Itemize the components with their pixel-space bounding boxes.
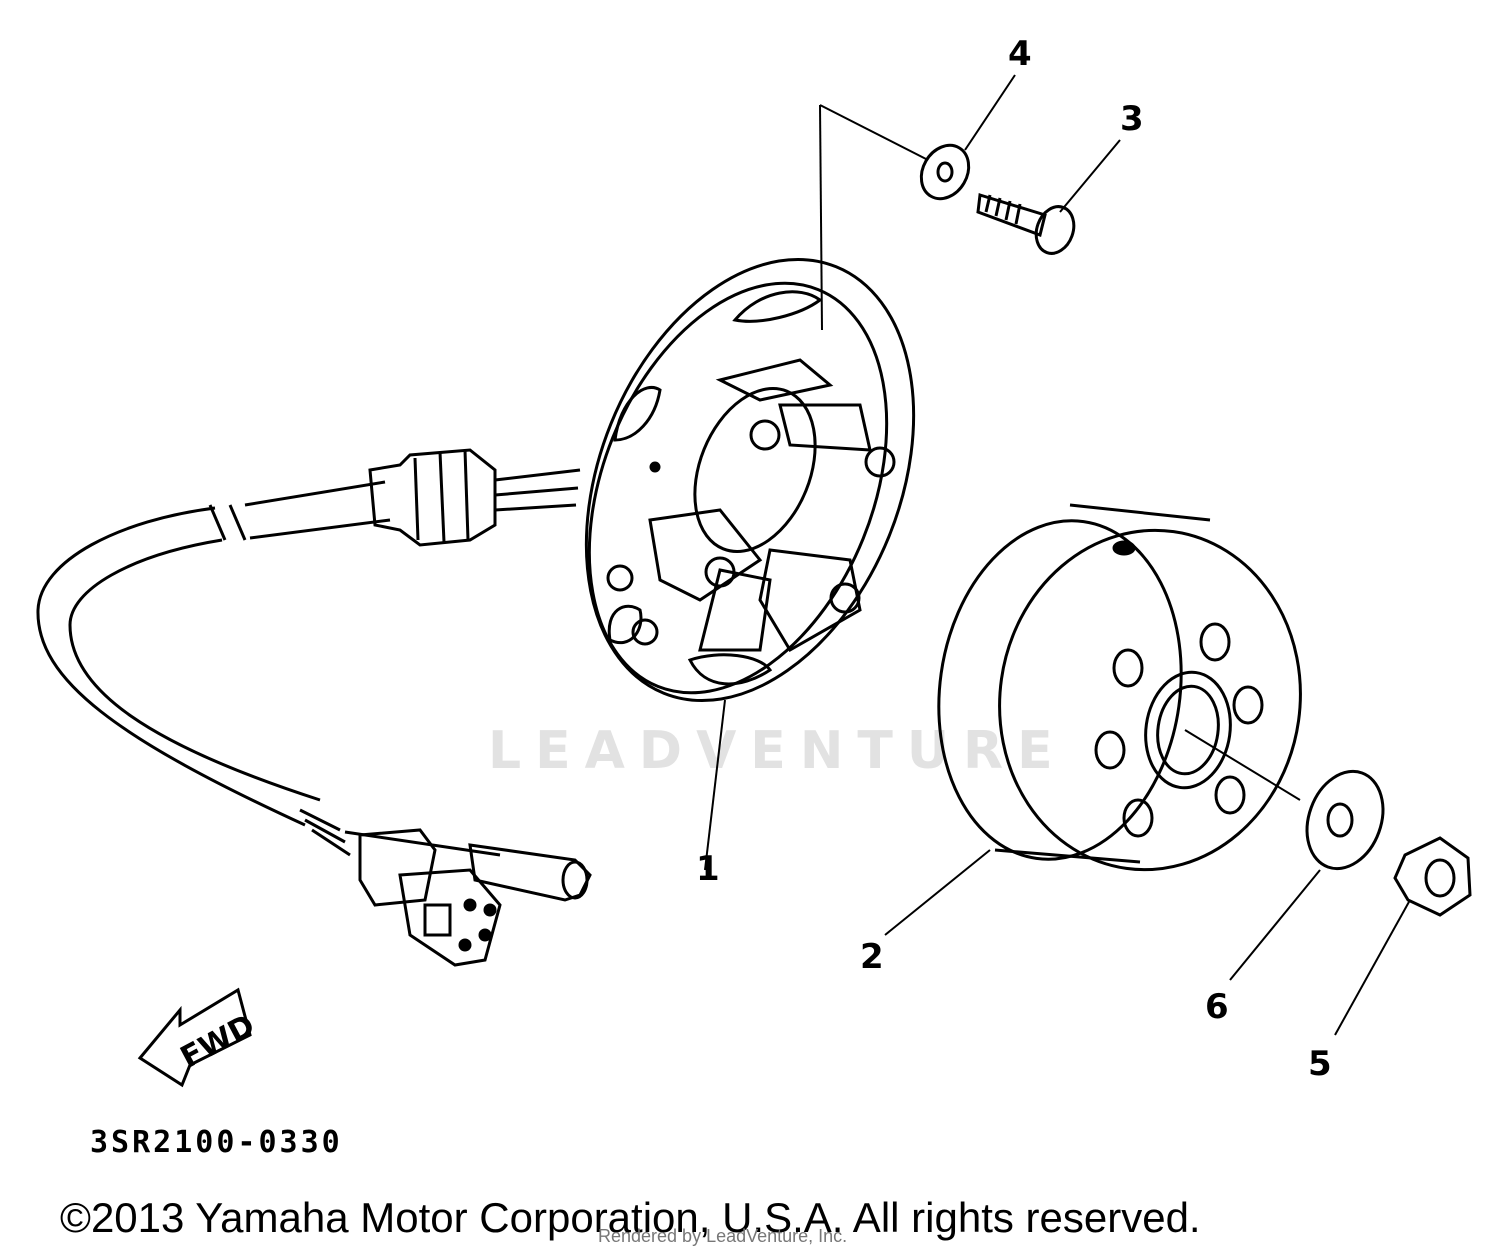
callout-1: 1 — [696, 849, 720, 889]
callout-2: 2 — [860, 937, 884, 977]
leader-lines — [705, 75, 1410, 1035]
lock-washer — [912, 137, 978, 207]
callout-3: 3 — [1120, 99, 1144, 139]
stator-assembly — [525, 211, 975, 750]
drawing-code: 3SR2100-0330 — [90, 1125, 343, 1160]
callout-4: 4 — [1008, 34, 1032, 74]
forward-arrow-icon — [140, 990, 250, 1085]
watermark: LEADVENTURE — [488, 721, 1067, 781]
fwd-label: FWD — [175, 1008, 261, 1076]
rendered-by-note: Rendered by LeadVenture, Inc. — [598, 1226, 848, 1246]
pan-head-screw — [978, 195, 1080, 259]
wiring-harness — [38, 450, 590, 965]
hex-nut — [1395, 838, 1470, 915]
callout-6: 6 — [1205, 987, 1229, 1027]
flywheel-rotor — [918, 505, 1323, 889]
plain-washer — [1294, 761, 1396, 880]
callout-5: 5 — [1308, 1044, 1332, 1084]
copyright-notice: ©2013 Yamaha Motor Corporation, U.S.A. A… — [60, 1194, 1201, 1241]
